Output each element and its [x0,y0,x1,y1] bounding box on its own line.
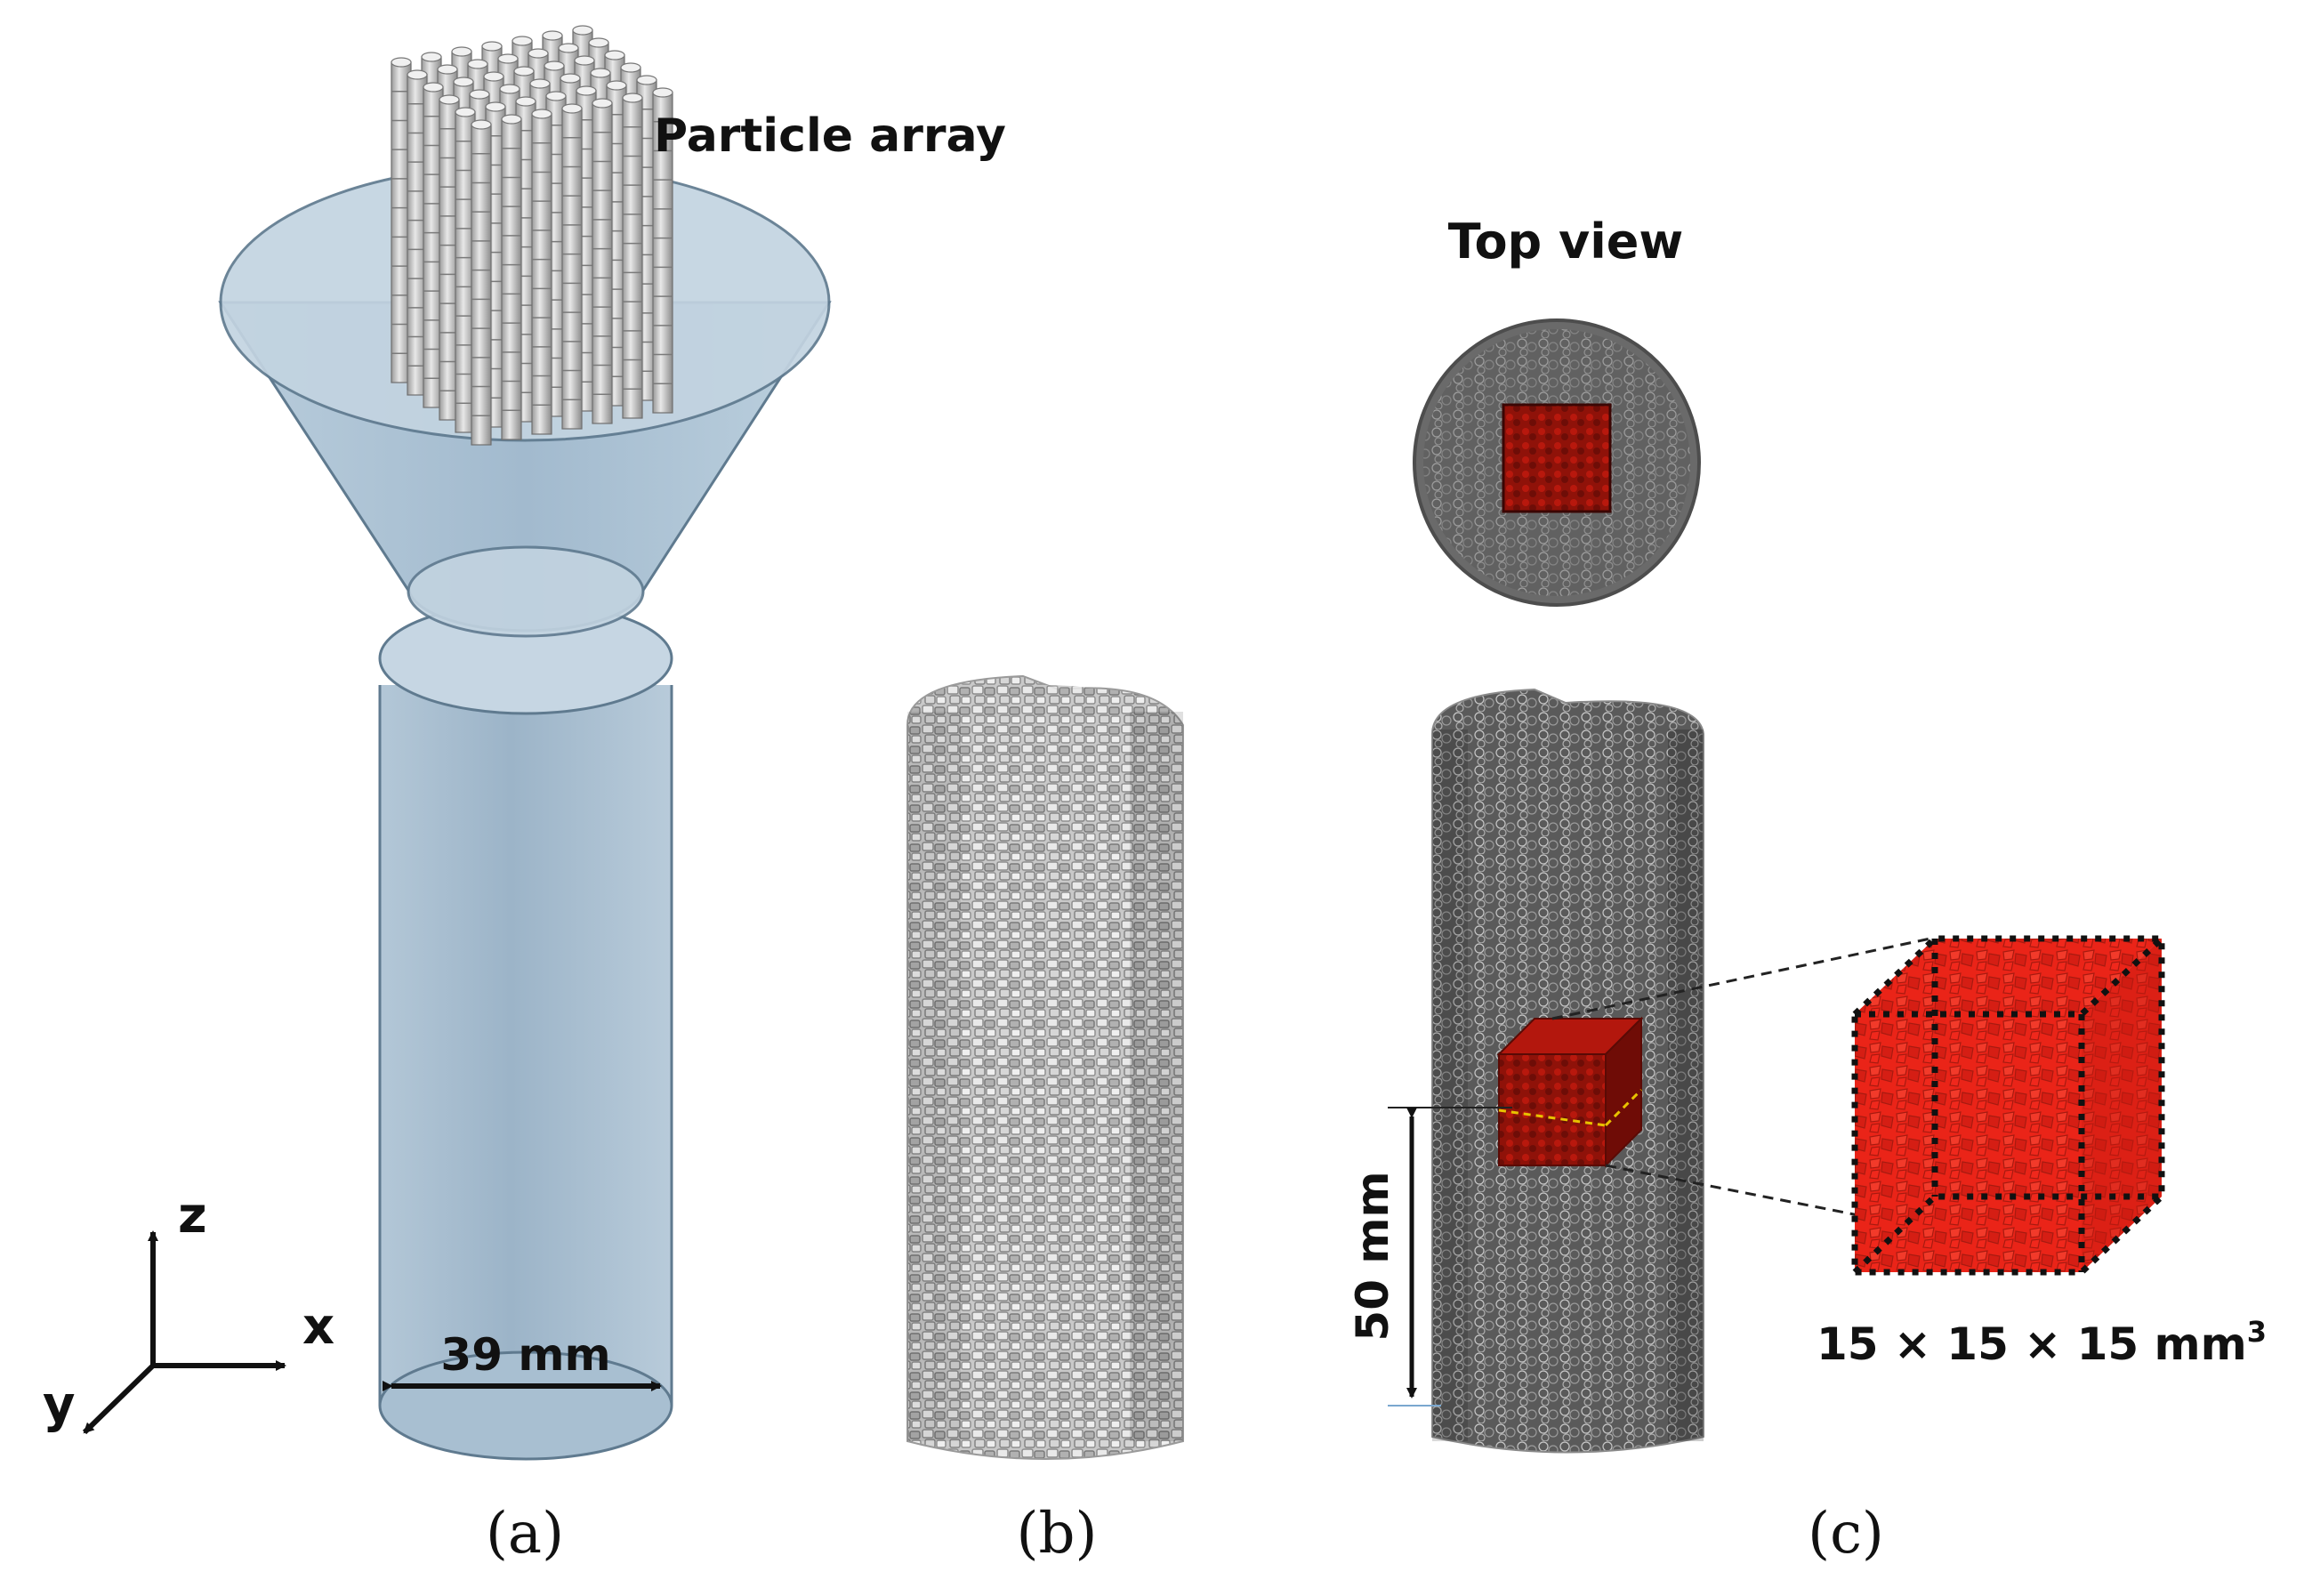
particle-rod [592,98,613,424]
axis-y-label: y [43,1376,76,1434]
caption-b: (b) [1017,1501,1098,1567]
axis-x-label: x [302,1298,334,1356]
particle-rod [561,103,583,430]
particle-rod [531,109,552,435]
panel-b: (b) [906,674,1184,1567]
height-dimension: 50 mm [1347,1107,1512,1407]
particle-rod [471,119,492,446]
particle-rod [455,107,476,433]
particle-rod [439,94,460,421]
particle-rod [652,87,673,414]
cube-size-label: 15 × 15 × 15 mm3 [1817,1315,2267,1370]
panel-a: Particle array 39 mm z x y (a) [43,25,1006,1567]
cylinder-tube [378,601,673,1461]
particle-rod [622,93,643,419]
top-view-label: Top view [1448,214,1683,270]
zoom-guide-lines [1551,937,1931,1225]
axis-z-label: z [178,1187,207,1245]
caption-a: (a) [486,1501,564,1567]
height-label: 50 mm [1347,1171,1398,1341]
sample-cube-small [1496,1016,1644,1168]
particle-array [391,25,673,446]
sample-cube-zoomed [1851,935,2165,1276]
axes-triad: z x y [43,1187,334,1435]
particle-rod [501,114,522,440]
caption-c: (c) [1808,1501,1884,1567]
top-view-disk [1413,318,1701,607]
packed-bed [906,674,1184,1460]
panel-c: Top view [1347,214,2267,1567]
particle-array-label: Particle array [654,109,1006,163]
diameter-label: 39 mm [440,1329,610,1381]
